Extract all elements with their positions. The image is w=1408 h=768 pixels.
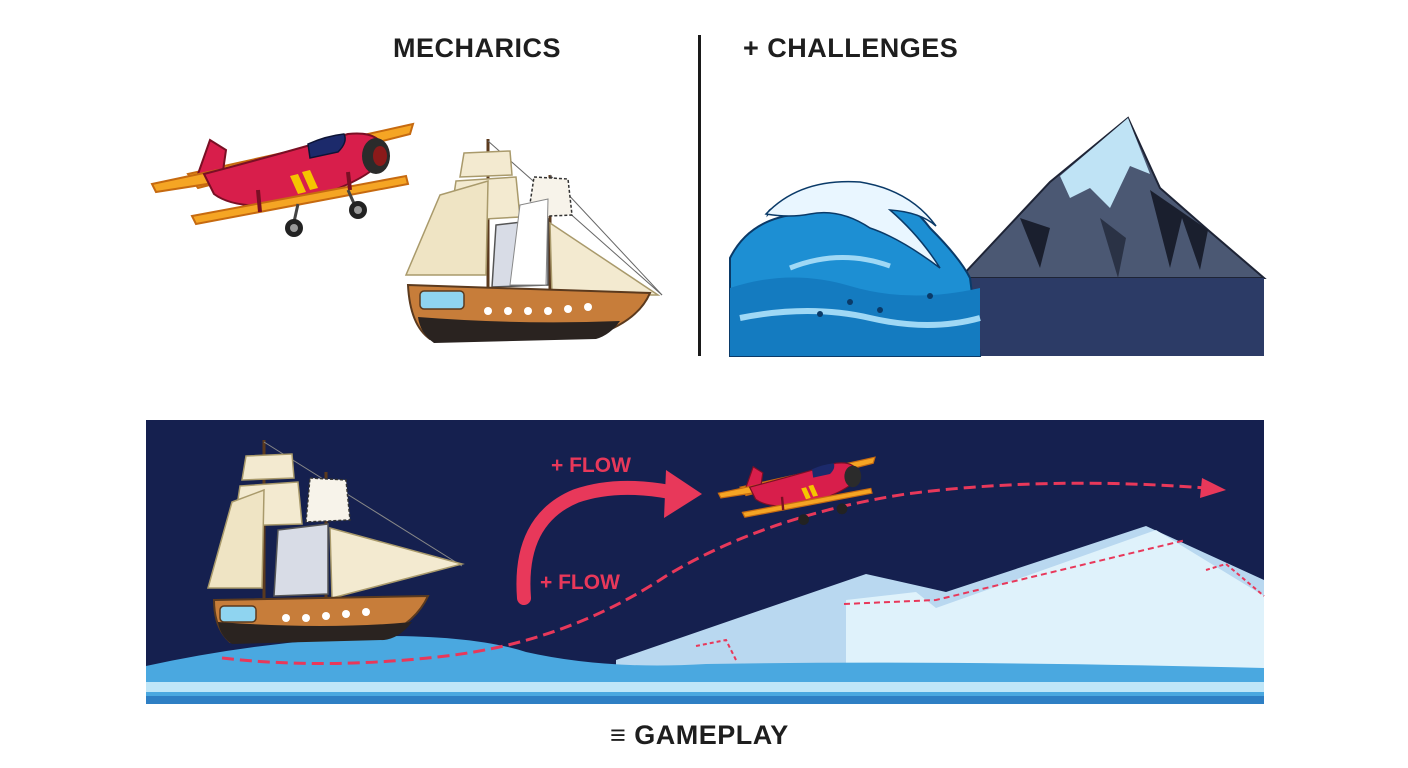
gameplay-plane [717,456,876,525]
flow-arrowhead [664,470,702,518]
challenges-illustration [729,116,1267,357]
ship-illustration [404,139,663,343]
gameplay-title: ≡ GAMEPLAY [610,720,789,750]
gameplay-mountains [616,526,1265,672]
mechanics-title: MECHARICS [393,33,562,63]
flow-label-top: + FLOW [551,454,631,477]
gameplay-ship [207,440,465,644]
trajectory-arrowhead [1200,478,1226,498]
flow-arrow [516,480,677,605]
flow-trajectory [221,481,1207,666]
challenges-title: + CHALLENGES [743,33,959,63]
flow-label-bottom: + FLOW [540,571,620,594]
section-divider [698,35,701,356]
plane-illustration [150,122,415,237]
gameplay-panel: + FLOW + FLOW [146,420,1265,704]
